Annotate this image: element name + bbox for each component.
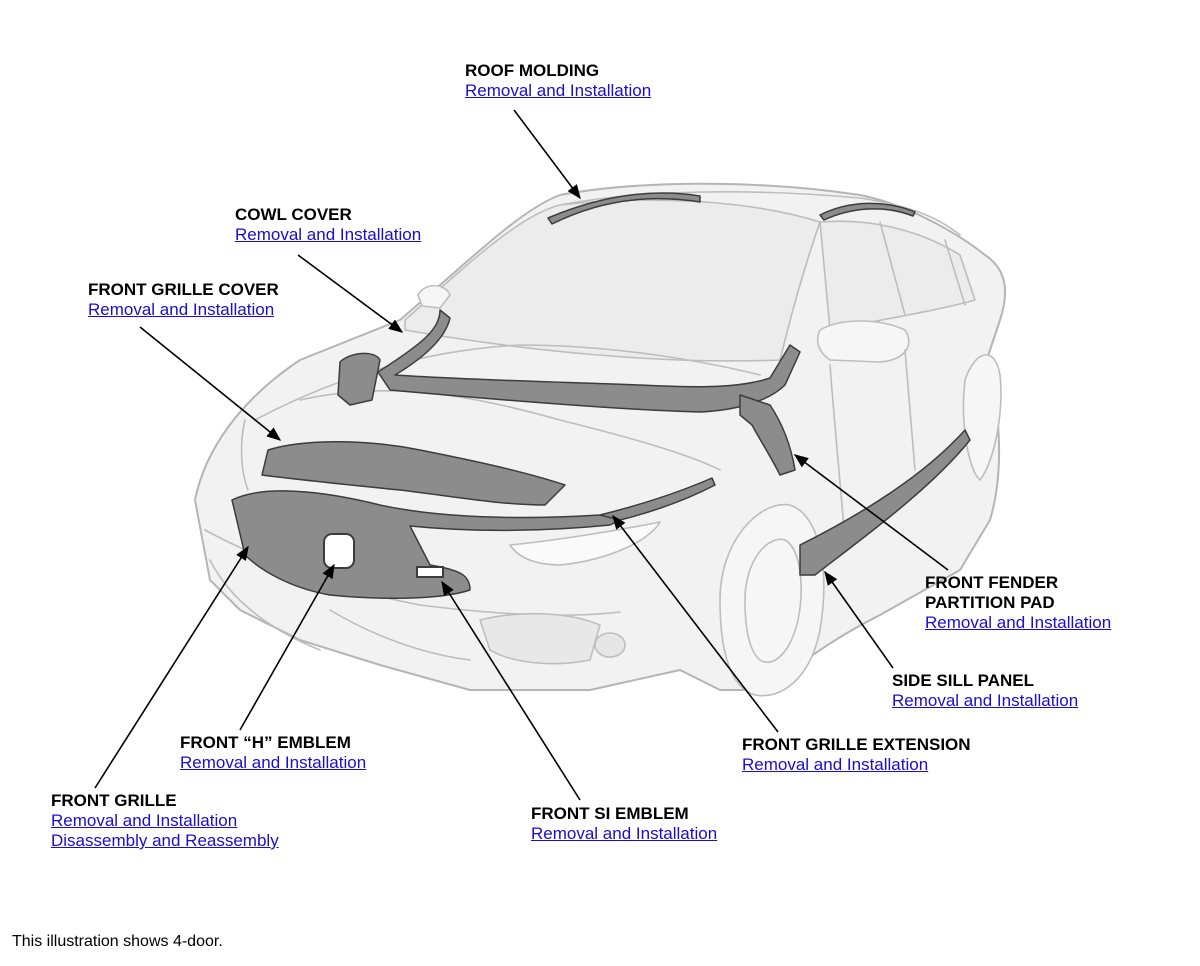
front-fender-partition-pad-title-line1: FRONT FENDER: [925, 573, 1059, 592]
front-h-emblem-part: [323, 533, 355, 569]
illustration-footnote: This illustration shows 4-door.: [12, 933, 223, 950]
front-grille-cover-removal-link[interactable]: Removal and Installation: [88, 300, 275, 319]
side-sill-panel-part: [799, 429, 971, 576]
cowl-cover-removal-link[interactable]: Removal and Installation: [235, 225, 422, 244]
roof-molding-part: [547, 192, 701, 225]
callout-front-grille-cover: FRONT GRILLE COVER Removal and Installat…: [88, 280, 279, 320]
car-details: [204, 191, 1002, 697]
leader-roof-molding: [513, 109, 581, 200]
front-grille-cover-part: [261, 440, 566, 506]
callout-front-fender-partition-pad: FRONT FENDER PARTITION PAD Removal and I…: [925, 573, 1111, 633]
front-si-emblem-removal-link[interactable]: Removal and Installation: [531, 824, 718, 843]
roof-molding-part-right: [819, 202, 916, 221]
front-grille-title: FRONT GRILLE: [51, 791, 177, 810]
cowl-cover-part: [377, 309, 801, 413]
front-fender-partition-pad-title-line2: PARTITION PAD: [925, 593, 1055, 612]
callout-front-si-emblem: FRONT SI EMBLEM Removal and Installation: [531, 804, 717, 844]
callout-side-sill-panel: SIDE SILL PANEL Removal and Installation: [892, 671, 1078, 711]
fender-partition-pad-left: [337, 352, 381, 406]
leader-lines: [94, 109, 949, 801]
leader-front-grille-cover: [139, 326, 282, 441]
front-grille-extension-removal-link[interactable]: Removal and Installation: [742, 755, 929, 774]
front-si-emblem-title: FRONT SI EMBLEM: [531, 804, 689, 823]
roof-molding-removal-link[interactable]: Removal and Installation: [465, 81, 652, 100]
roof-molding-title: ROOF MOLDING: [465, 61, 600, 80]
callout-cowl-cover: COWL COVER Removal and Installation: [235, 205, 421, 245]
callout-roof-molding: ROOF MOLDING Removal and Installation: [465, 61, 651, 101]
leader-front-si-emblem: [441, 580, 581, 801]
side-sill-panel-removal-link[interactable]: Removal and Installation: [892, 691, 1079, 710]
front-h-emblem-removal-link[interactable]: Removal and Installation: [180, 753, 367, 772]
front-fender-partition-pad-removal-link[interactable]: Removal and Installation: [925, 613, 1112, 632]
front-grille-removal-link[interactable]: Removal and Installation: [51, 811, 238, 830]
front-h-emblem-title: FRONT “H” EMBLEM: [180, 733, 351, 752]
front-grille-extension-part: [599, 477, 716, 521]
front-grille-disassembly-link[interactable]: Disassembly and Reassembly: [51, 831, 279, 850]
callout-front-grille-extension: FRONT GRILLE EXTENSION Removal and Insta…: [742, 735, 971, 775]
leader-front-fender-partition-pad: [793, 454, 949, 571]
side-sill-panel-title: SIDE SILL PANEL: [892, 671, 1035, 690]
front-si-emblem-part: [416, 566, 444, 578]
leader-front-grille-extension: [612, 514, 779, 733]
fender-partition-pad-right: [739, 394, 796, 476]
front-grille-extension-title: FRONT GRILLE EXTENSION: [742, 735, 971, 754]
leader-cowl-cover: [297, 254, 404, 333]
leader-front-h-emblem: [239, 563, 335, 731]
callout-front-grille: FRONT GRILLE Removal and Installation Di…: [51, 791, 279, 851]
callout-front-h-emblem: FRONT “H” EMBLEM Removal and Installatio…: [180, 733, 366, 773]
leader-front-grille: [94, 545, 249, 789]
front-grille-cover-title: FRONT GRILLE COVER: [88, 280, 279, 299]
cowl-cover-title: COWL COVER: [235, 205, 352, 224]
leader-side-sill-panel: [824, 570, 894, 669]
